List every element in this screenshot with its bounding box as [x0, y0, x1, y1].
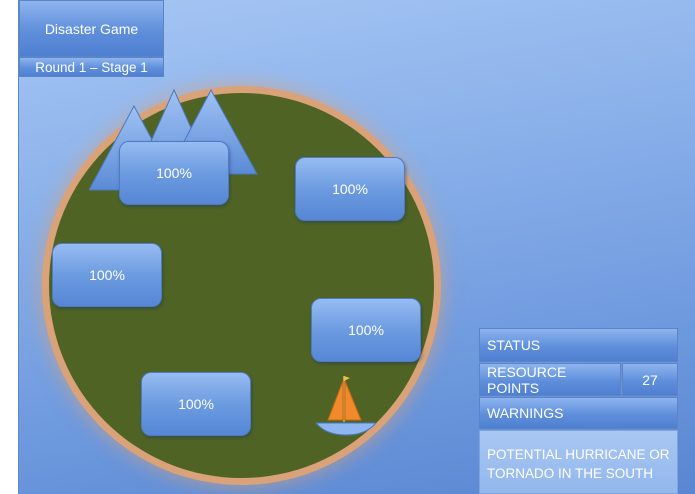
round-stage-text: Round 1 – Stage 1	[35, 59, 148, 75]
status-label: STATUS	[487, 337, 541, 353]
resource-points-value: 27	[622, 363, 678, 396]
game-title-text: Disaster Game	[44, 20, 139, 37]
zone-mountain[interactable]: 100%	[119, 141, 229, 205]
resource-points-label-text: RESOURCE POINTS	[487, 363, 567, 396]
zone-northeast[interactable]: 100%	[295, 157, 405, 221]
zone-mountain-value: 100%	[156, 165, 192, 181]
zone-east[interactable]: 100%	[311, 298, 421, 362]
resource-points-value-text: 27	[642, 371, 658, 388]
round-stage-indicator: Round 1 – Stage 1	[19, 57, 164, 77]
zone-west[interactable]: 100%	[52, 243, 162, 307]
zone-south[interactable]: 100%	[141, 372, 251, 436]
sailboat-icon	[314, 376, 378, 436]
status-header: STATUS	[479, 328, 678, 362]
zone-northeast-value: 100%	[332, 181, 368, 197]
warning-message-text: POTENTIAL HURRICANE OR TORNADO IN THE SO…	[487, 447, 670, 481]
warning-message: POTENTIAL HURRICANE OR TORNADO IN THE SO…	[479, 430, 678, 494]
game-title: Disaster Game	[19, 0, 164, 57]
resource-points-label: RESOURCE POINTS	[479, 363, 621, 396]
warnings-label: WARNINGS	[487, 405, 564, 421]
zone-east-value: 100%	[348, 322, 384, 338]
warnings-header: WARNINGS	[479, 397, 678, 429]
game-board: Disaster Game Round 1 – Stage 1 100% 100…	[18, 0, 695, 494]
zone-south-value: 100%	[178, 396, 214, 412]
zone-west-value: 100%	[89, 267, 125, 283]
